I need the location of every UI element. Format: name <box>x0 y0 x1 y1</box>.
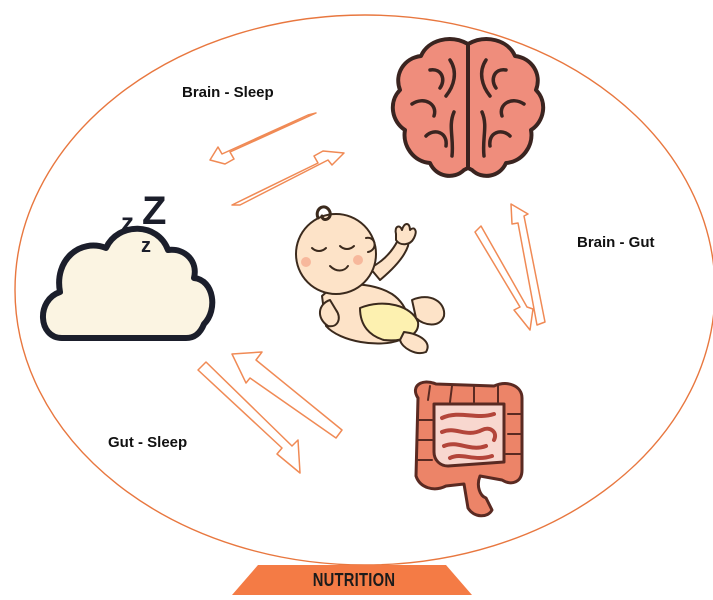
brain-gut-arrows <box>475 204 545 330</box>
cloud-sleep-icon: Z z z <box>43 189 212 338</box>
nutrition-banner-label: NUTRITION <box>264 567 444 593</box>
brain-icon <box>393 39 543 176</box>
label-brain-gut: Brain - Gut <box>577 234 655 251</box>
baby-icon <box>296 207 444 353</box>
brain-sleep-arrows <box>210 113 344 205</box>
cloud-shape <box>43 229 212 338</box>
gut-sleep-arrows <box>198 352 342 473</box>
label-gut-sleep: Gut - Sleep <box>108 434 187 451</box>
sleep-z-large: Z <box>142 189 166 233</box>
intestine-icon <box>415 382 522 516</box>
label-brain-sleep: Brain - Sleep <box>182 84 274 101</box>
sleep-z-medium: z <box>121 207 134 237</box>
sleep-z-small: z <box>141 235 151 257</box>
